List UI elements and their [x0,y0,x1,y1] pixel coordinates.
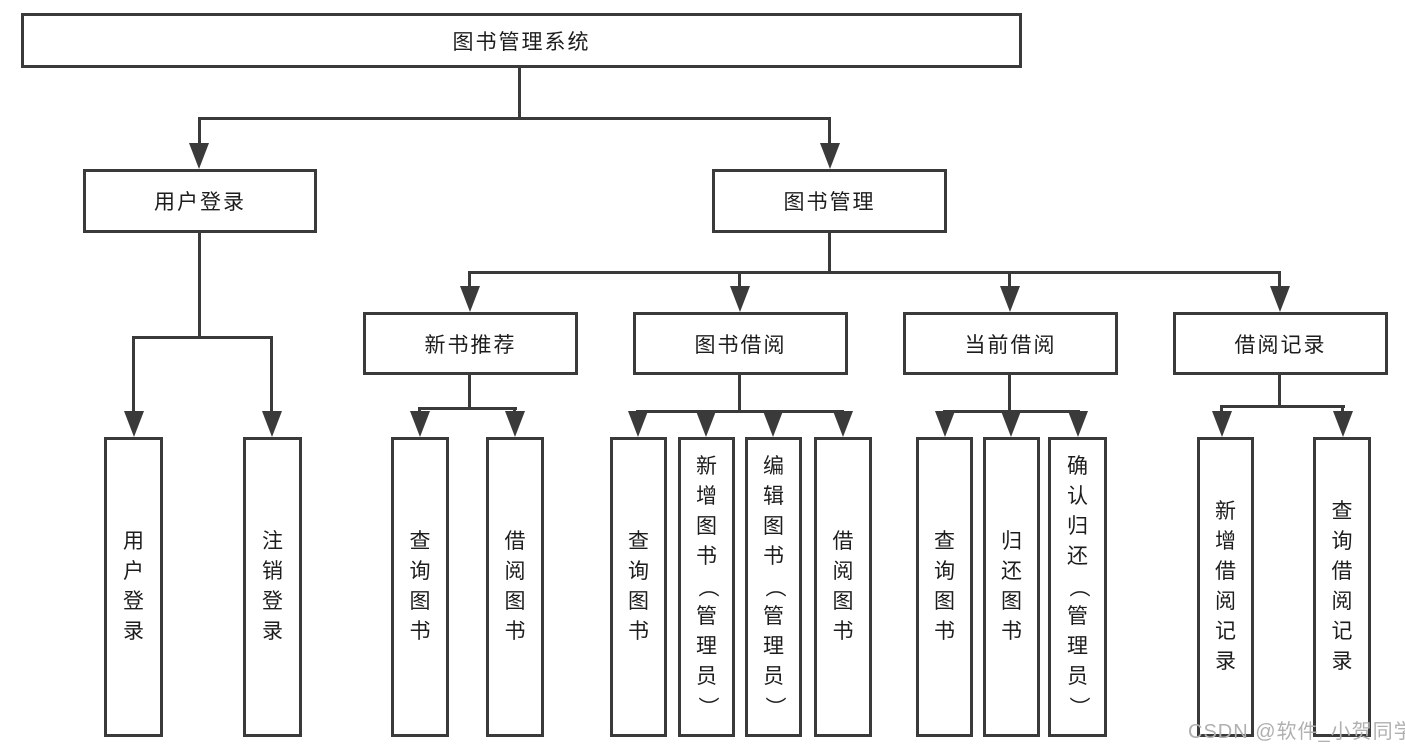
connector-recommend-stem [468,374,471,410]
connector-root-bar [198,117,831,120]
leaf-label: 用户登录 [123,530,144,643]
node-current-borrowing: 当前借阅 [903,312,1118,375]
leaf-records-add-record: 新增借阅记录 [1197,437,1254,737]
leaf-current-query-books: 查询图书 [916,437,973,737]
connector-drop [1278,271,1281,289]
node-label: 新书推荐 [424,333,517,357]
connector-drop [738,271,741,289]
leaf-logout: 注销登录 [243,437,302,737]
node-label: 图书管理 [783,191,876,214]
node-borrowing-records: 借阅记录 [1173,312,1388,375]
leaf-label: 归还图书 [1001,530,1022,643]
leaf-user-login: 用户登录 [104,437,163,737]
connector-drop [1341,405,1344,415]
connector-records-bar [1220,405,1345,408]
arrow-down-icon [1270,286,1290,312]
arrow-down-icon [730,286,750,312]
node-library-system: 图书管理系统 [21,13,1022,68]
arrow-down-icon [696,411,716,437]
node-label: 图书借阅 [694,333,787,357]
leaf-current-return-books: 归还图书 [983,437,1040,737]
leaf-label: 确认归还（管理员） [1066,455,1090,718]
leaf-recommend-borrow-books: 借阅图书 [486,437,544,737]
leaf-recommend-query-books: 查询图书 [391,437,449,737]
leaf-label: 查询图书 [628,530,649,643]
connector-drop [468,271,471,289]
leaf-borrow-borrow-books: 借阅图书 [814,437,872,737]
connector-borrow-stem [738,374,741,413]
arrow-down-icon [460,286,480,312]
csdn-watermark: CSDN @软件_小贺同学 [1188,721,1405,743]
node-new-book-recommendation: 新书推荐 [363,312,578,375]
connector-records-stem [1278,374,1281,408]
connector-user-login-bar [132,336,273,339]
connector-borrow-bar [636,410,844,413]
leaf-label: 注销登录 [262,530,283,643]
node-label: 用户登录 [154,191,246,214]
node-label: 当前借阅 [964,333,1057,357]
arrow-down-icon [505,411,525,437]
arrow-down-icon [1333,411,1353,437]
node-book-management: 图书管理 [712,169,947,233]
arrow-down-icon [763,411,783,437]
leaf-borrow-query-books: 查询图书 [610,437,667,737]
connector-drop [1008,271,1011,289]
connector-user-login-stem [198,232,201,339]
node-user-login: 用户登录 [83,169,317,233]
arrow-down-icon [189,143,209,169]
node-label: 借阅记录 [1234,333,1327,357]
leaf-current-confirm-return-admin: 确认归还（管理员） [1048,437,1107,737]
arrow-down-icon [1000,286,1020,312]
leaf-borrow-edit-books-admin: 编辑图书（管理员） [745,437,802,737]
leaf-label: 查询借阅记录 [1331,500,1353,673]
connector-root-stem [518,68,521,118]
arrow-down-icon [262,411,282,437]
arrow-down-icon [1068,411,1088,437]
arrow-down-icon [820,143,840,169]
leaf-label: 编辑图书（管理员） [762,455,786,718]
leaf-borrow-add-books-admin: 新增图书（管理员） [678,437,735,737]
arrow-down-icon [628,411,648,437]
arrow-down-icon [1001,411,1021,437]
leaf-label: 新增图书（管理员） [695,455,719,718]
arrow-down-icon [833,411,853,437]
arrow-down-icon [410,411,430,437]
connector-drop [1220,405,1223,415]
node-book-borrowing: 图书借阅 [633,312,848,375]
arrow-down-icon [1212,411,1232,437]
connector-current-stem [1008,374,1011,413]
connector-recommend-bar [418,407,517,410]
connector-book-mgmt-bar [468,271,1281,274]
node-label: 图书管理系统 [452,30,591,54]
connector-drop [270,336,273,414]
connector-drop [132,336,135,414]
connector-user-login-drop [198,117,201,147]
leaf-label: 查询图书 [409,530,431,643]
arrow-down-icon [935,411,955,437]
connector-book-mgmt-drop [828,117,831,147]
leaf-label: 查询图书 [934,530,955,643]
leaf-label: 借阅图书 [504,530,526,643]
arrow-down-icon [124,411,144,437]
connector-book-mgmt-stem [828,232,831,274]
leaf-label: 借阅图书 [832,530,854,643]
leaf-records-query-record: 查询借阅记录 [1313,437,1371,737]
leaf-label: 新增借阅记录 [1215,500,1236,673]
